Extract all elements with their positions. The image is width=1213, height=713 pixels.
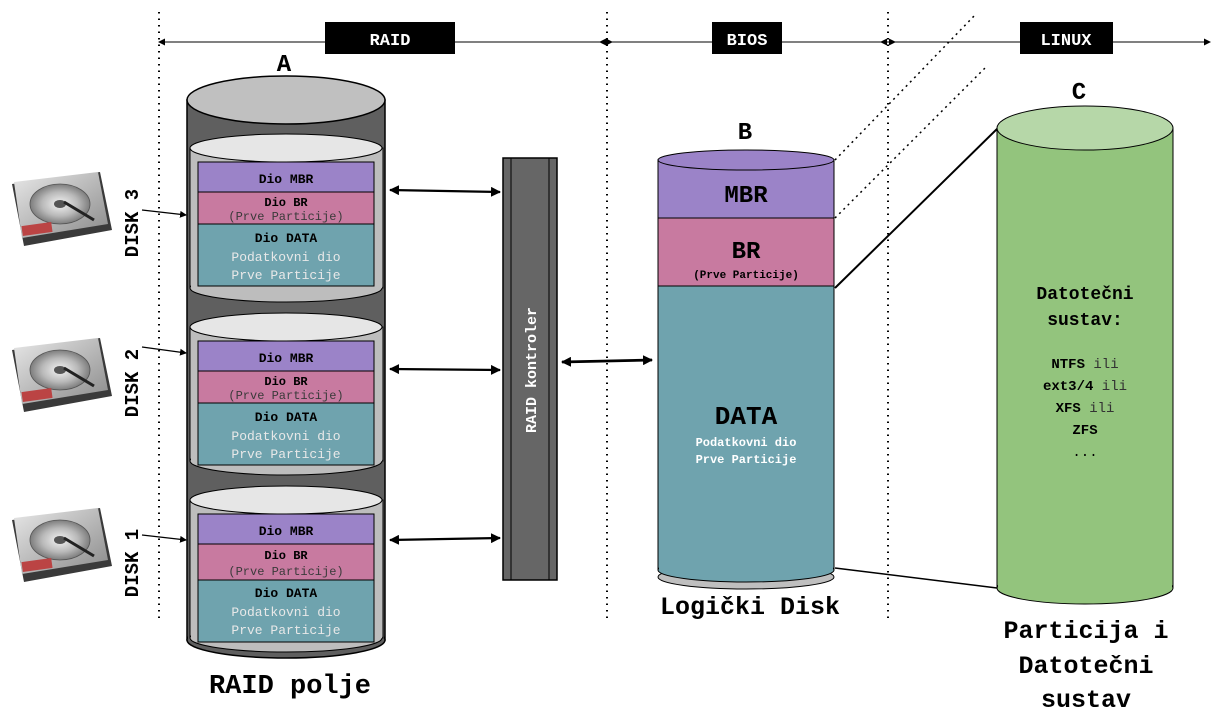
disk1-br-sub: (Prve Particije) bbox=[228, 565, 343, 579]
disk-pointer-arrows bbox=[141, 209, 187, 543]
section-label-raid: RAID bbox=[370, 32, 411, 51]
label-a: A bbox=[277, 52, 292, 79]
hard-drive-icon bbox=[12, 338, 112, 412]
logical-data-sub2: Prve Particije bbox=[696, 453, 797, 467]
fs-zfs: ZFS bbox=[1072, 423, 1097, 439]
logical-disk-cylinder: MBR BR (Prve Particije) DATA Podatkovni … bbox=[657, 149, 835, 590]
disk2-data-sub2: Prve Particije bbox=[231, 447, 340, 462]
logical-mbr-label: MBR bbox=[724, 183, 768, 210]
disk2-br-label: Dio BR bbox=[264, 375, 308, 389]
disk3-br-sub: (Prve Particije) bbox=[228, 210, 343, 224]
partition-caption-line1: Particija i bbox=[1003, 617, 1168, 646]
logical-data-sub1: Podatkovni dio bbox=[696, 436, 797, 450]
disk2-data-sub1: Podatkovni dio bbox=[231, 429, 340, 444]
disk1-mbr-label: Dio MBR bbox=[259, 524, 314, 539]
section-label-bios: BIOS bbox=[727, 32, 768, 51]
section-label-linux: LINUX bbox=[1040, 32, 1092, 51]
raid-controller-label: RAID kontroler bbox=[524, 307, 541, 433]
fs-line-ext: ext3/4 ili bbox=[1043, 379, 1127, 395]
disk1-data-label: Dio DATA bbox=[255, 586, 318, 601]
partition-caption-line2: Datotečni bbox=[1018, 652, 1153, 681]
top-axis: RAID BIOS LINUX bbox=[159, 22, 1211, 54]
disk-label-2: DISK 2 bbox=[122, 349, 144, 417]
disk3-br-label: Dio BR bbox=[264, 196, 308, 210]
fs-or-2: ili bbox=[1102, 379, 1127, 395]
disk-label-3: DISK 3 bbox=[122, 189, 144, 257]
logical-br-label: BR bbox=[732, 239, 761, 266]
disk3-data-label: Dio DATA bbox=[255, 231, 318, 246]
disk2-br-sub: (Prve Particije) bbox=[228, 389, 343, 403]
fs-ntfs: NTFS bbox=[1051, 357, 1085, 373]
raid-array-caption: RAID polje bbox=[209, 672, 371, 702]
raid-controller: RAID kontroler bbox=[502, 157, 558, 581]
disk1-data-sub2: Prve Particije bbox=[231, 623, 340, 638]
logical-disk-caption: Logički Disk bbox=[660, 593, 840, 622]
disk3-data-sub1: Podatkovni dio bbox=[231, 250, 340, 265]
partition-caption-line3: sustav bbox=[1041, 686, 1131, 713]
fs-title-line2: sustav: bbox=[1047, 311, 1123, 331]
raid-disk-3-slot: Dio MBR Dio BR (Prve Particije) Dio DATA… bbox=[189, 133, 384, 303]
partition-cylinder: Datotečni sustav: NTFS ili ext3/4 ili XF… bbox=[996, 105, 1174, 605]
disk2-mbr-label: Dio MBR bbox=[259, 351, 314, 366]
hard-drive-icon bbox=[12, 508, 112, 582]
fs-or-3: ili bbox=[1089, 401, 1114, 417]
controller-link-arrows bbox=[389, 185, 653, 545]
logical-br-sub: (Prve Particije) bbox=[693, 270, 799, 282]
logical-data-label: DATA bbox=[715, 402, 778, 432]
fs-line-xfs: XFS ili bbox=[1056, 401, 1115, 417]
disk1-br-label: Dio BR bbox=[264, 549, 308, 563]
zoom-connectors bbox=[834, 14, 1001, 589]
disk3-mbr-label: Dio MBR bbox=[259, 172, 314, 187]
disk2-data-label: Dio DATA bbox=[255, 410, 318, 425]
fs-or-1: ili bbox=[1093, 357, 1118, 373]
hard-drive-icon bbox=[12, 172, 112, 246]
fs-line-ntfs: NTFS ili bbox=[1051, 357, 1118, 373]
fs-ext: ext3/4 bbox=[1043, 379, 1093, 395]
disk-label-1: DISK 1 bbox=[122, 529, 144, 597]
fs-more: ... bbox=[1072, 445, 1097, 461]
disk3-data-sub2: Prve Particije bbox=[231, 268, 340, 283]
label-b: B bbox=[738, 120, 752, 147]
fs-xfs: XFS bbox=[1056, 401, 1081, 417]
raid-disk-1-slot: Dio MBR Dio BR (Prve Particije) Dio DATA… bbox=[189, 485, 384, 653]
fs-title-line1: Datotečni bbox=[1036, 285, 1133, 305]
label-c: C bbox=[1072, 80, 1086, 107]
disk1-data-sub1: Podatkovni dio bbox=[231, 605, 340, 620]
raid-disk-2-slot: Dio MBR Dio BR (Prve Particije) Dio DATA… bbox=[189, 312, 384, 476]
